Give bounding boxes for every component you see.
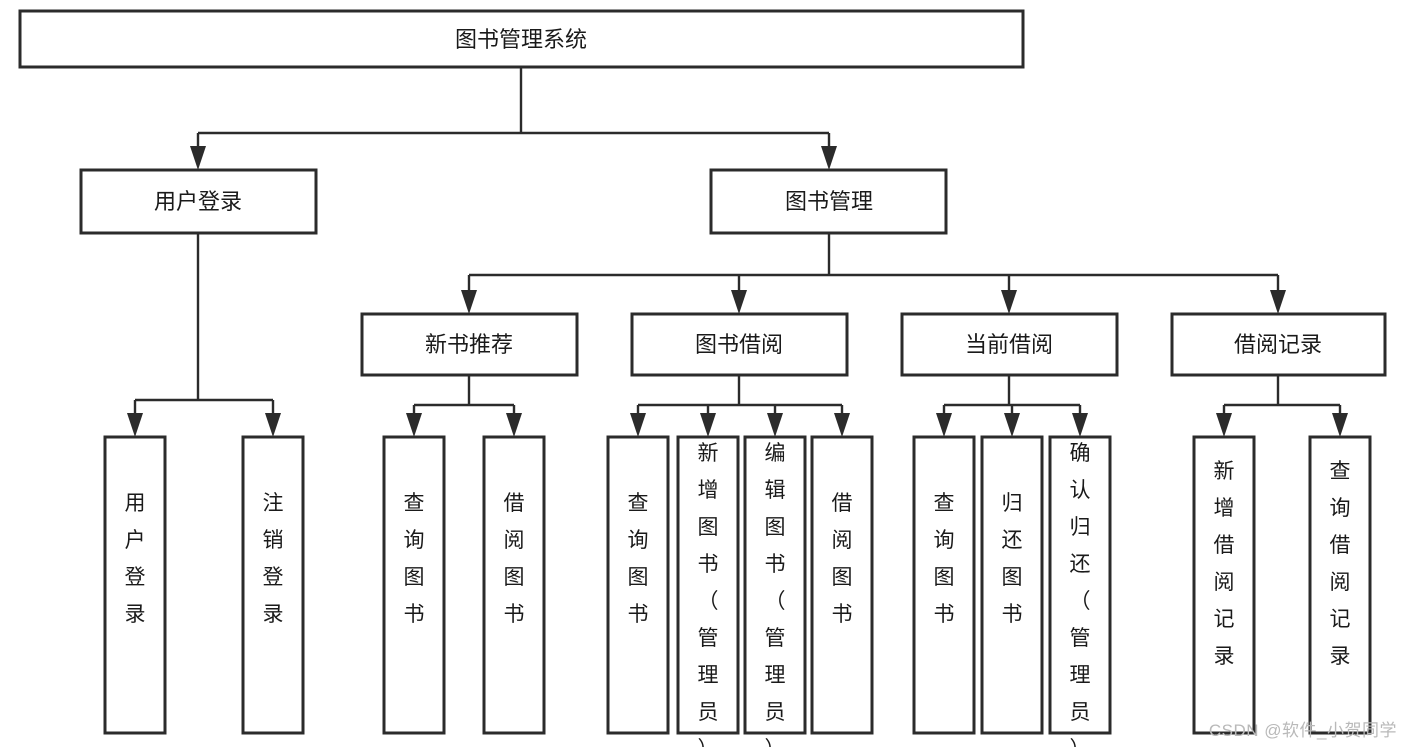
node-leaf-query-book-2-box[interactable] [606, 435, 670, 735]
node-leaf-borrow-book-2-label: 借阅图书 [832, 492, 853, 626]
node-leaf-query-book-3-box[interactable] [912, 435, 976, 735]
arrow-to-book-manage [821, 146, 837, 170]
arrow-to-new-book-recommend [461, 290, 477, 314]
arrow-to-leaf-edit-book [767, 413, 783, 437]
node-leaf-add-book[interactable]: 新增图书（管理员） [676, 435, 740, 747]
arrow-to-borrow-record [1270, 290, 1286, 314]
node-leaf-query-record-label: 查询借阅记录 [1330, 460, 1351, 668]
node-root-label: 图书管理系统 [455, 27, 587, 52]
arrow-to-leaf-add-record [1216, 413, 1232, 437]
arrow-to-leaf-user-login [127, 413, 143, 437]
arrow-to-current-borrow [1001, 290, 1017, 314]
node-leaf-borrow-book-1-label: 借阅图书 [504, 492, 525, 626]
node-current-borrow-box[interactable] [900, 312, 1119, 377]
node-book-borrow-label: 图书借阅 [695, 332, 783, 357]
node-leaf-user-logout[interactable]: 注销登录 [241, 435, 305, 735]
node-borrow-record-label: 借阅记录 [1234, 332, 1322, 357]
node-leaf-query-book-1[interactable]: 查询图书 [382, 435, 446, 735]
arrow-to-book-borrow [731, 290, 747, 314]
node-leaf-return-book-box[interactable] [980, 435, 1044, 735]
node-book-borrow[interactable]: 图书借阅 [630, 312, 849, 377]
node-leaf-add-record[interactable]: 新增借阅记录 [1192, 435, 1256, 735]
node-current-borrow-label: 当前借阅 [965, 332, 1053, 357]
arrow-to-leaf-query-book-3 [936, 413, 952, 437]
node-leaf-query-book-2-label: 查询图书 [628, 492, 649, 626]
node-leaf-add-book-label: 新增图书（管理员） [698, 442, 719, 747]
node-leaf-user-login-box[interactable] [103, 435, 167, 735]
arrow-to-leaf-borrow-book-2 [834, 413, 850, 437]
node-leaf-confirm-return[interactable]: 确认归还（管理员） [1048, 435, 1112, 747]
node-new-book-recommend-label: 新书推荐 [425, 332, 513, 357]
arrow-to-leaf-add-book [700, 413, 716, 437]
node-leaf-borrow-book-2[interactable]: 借阅图书 [810, 435, 874, 735]
node-book-manage-label: 图书管理 [785, 189, 873, 214]
arrow-to-leaf-query-record [1332, 413, 1348, 437]
node-leaf-borrow-book-1[interactable]: 借阅图书 [482, 435, 546, 735]
node-leaf-edit-book-box[interactable] [743, 435, 807, 735]
arrow-to-user-login [190, 146, 206, 170]
edge-bookborrow-trunk [636, 375, 844, 423]
edge-layer [133, 67, 1342, 423]
node-leaf-edit-book-label: 编辑图书（管理员） [765, 442, 786, 747]
node-leaf-query-book-2[interactable]: 查询图书 [606, 435, 670, 735]
node-leaf-query-record-box[interactable] [1308, 435, 1372, 735]
node-leaf-query-book-3[interactable]: 查询图书 [912, 435, 976, 735]
arrow-to-leaf-query-book-1 [406, 413, 422, 437]
node-leaf-user-login-label: 用户登录 [125, 492, 146, 626]
node-leaf-user-login[interactable]: 用户登录 [103, 435, 167, 735]
edge-bookmanage-trunk [467, 233, 1280, 300]
node-user-login[interactable]: 用户登录 [79, 168, 318, 235]
node-leaf-return-book-label: 归还图书 [1002, 492, 1023, 626]
node-new-book-recommend[interactable]: 新书推荐 [360, 312, 579, 377]
node-leaf-query-book-3-label: 查询图书 [934, 492, 955, 626]
node-leaf-borrow-book-2-box[interactable] [810, 435, 874, 735]
arrow-to-leaf-borrow-book-1 [506, 413, 522, 437]
node-new-book-recommend-box[interactable] [360, 312, 579, 377]
node-user-login-box[interactable] [79, 168, 318, 235]
node-leaf-confirm-return-label: 确认归还（管理员） [1070, 442, 1091, 747]
node-book-borrow-box[interactable] [630, 312, 849, 377]
edge-newbook-trunk [412, 375, 516, 423]
node-leaf-query-record[interactable]: 查询借阅记录 [1308, 435, 1372, 735]
node-book-manage-box[interactable] [709, 168, 948, 235]
edge-root-to-level1-trunk [196, 67, 831, 156]
node-user-login-label: 用户登录 [154, 189, 242, 214]
node-leaf-return-book[interactable]: 归还图书 [980, 435, 1044, 735]
node-current-borrow[interactable]: 当前借阅 [900, 312, 1119, 377]
node-leaf-confirm-return-box[interactable] [1048, 435, 1112, 735]
node-leaf-add-record-label: 新增借阅记录 [1214, 460, 1235, 668]
node-leaf-add-record-box[interactable] [1192, 435, 1256, 735]
node-root[interactable]: 图书管理系统 [18, 9, 1025, 69]
node-leaf-user-logout-box[interactable] [241, 435, 305, 735]
edge-borrowrecord-trunk [1222, 375, 1342, 423]
node-leaf-user-logout-label: 注销登录 [263, 492, 284, 626]
node-leaf-edit-book[interactable]: 编辑图书（管理员） [743, 435, 807, 747]
arrow-to-leaf-return-book [1004, 413, 1020, 437]
arrowhead-layer [127, 146, 1348, 437]
arrow-to-leaf-confirm-return [1072, 413, 1088, 437]
edge-userlogin-trunk [133, 233, 275, 423]
node-leaf-query-book-1-box[interactable] [382, 435, 446, 735]
node-borrow-record-box[interactable] [1170, 312, 1387, 377]
node-leaf-query-book-1-label: 查询图书 [404, 492, 425, 626]
node-book-manage[interactable]: 图书管理 [709, 168, 948, 235]
arrow-to-leaf-user-logout [265, 413, 281, 437]
node-root-box[interactable] [18, 9, 1025, 69]
arrow-to-leaf-query-book-2 [630, 413, 646, 437]
node-leaf-borrow-book-1-box[interactable] [482, 435, 546, 735]
node-borrow-record[interactable]: 借阅记录 [1170, 312, 1387, 377]
node-leaf-add-book-box[interactable] [676, 435, 740, 735]
